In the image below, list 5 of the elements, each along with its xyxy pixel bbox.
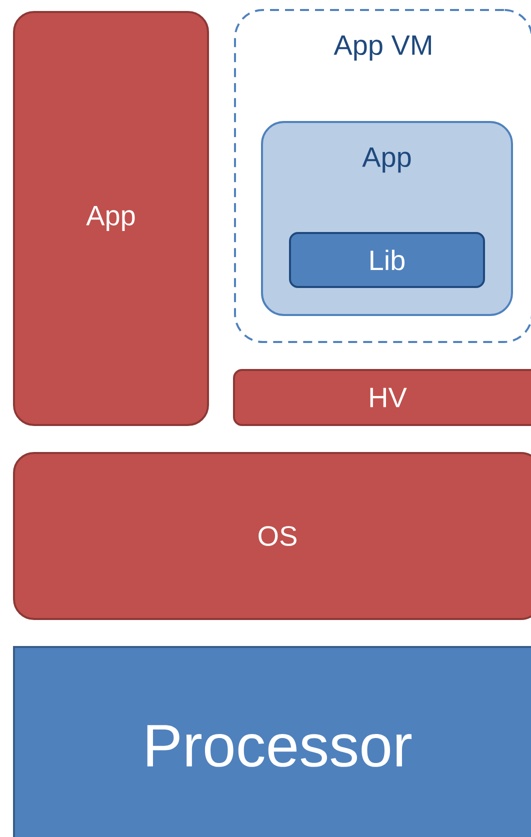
processor-box: Processor (13, 646, 531, 837)
app-box: App (13, 11, 209, 426)
hypervisor-bar: HV (233, 369, 531, 426)
os-box: OS (13, 452, 531, 620)
library-box: Lib (289, 232, 485, 288)
